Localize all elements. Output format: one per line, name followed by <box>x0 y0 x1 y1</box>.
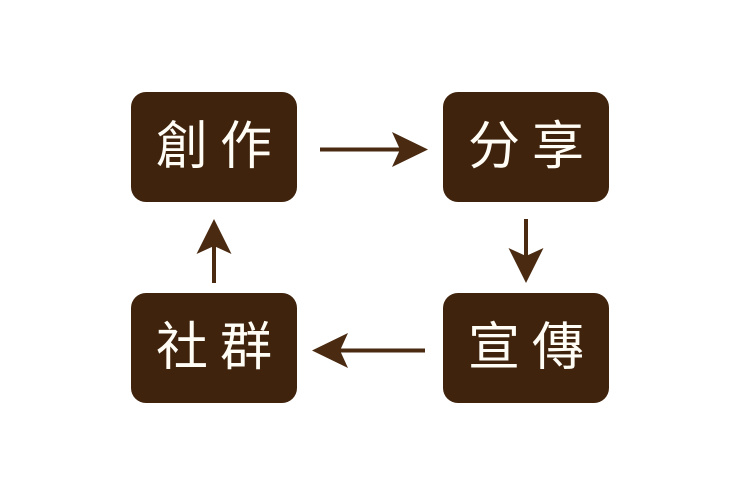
node-promote-label: 宣傳 <box>467 318 596 378</box>
arrow-community-to-create <box>196 219 232 283</box>
node-community-label: 社群 <box>155 318 284 378</box>
arrow-promote-to-community <box>312 333 425 368</box>
node-community[interactable]: 社群 <box>131 293 297 403</box>
node-create[interactable]: 創作 <box>131 92 297 202</box>
arrow-share-to-promote <box>508 219 544 283</box>
node-share-label: 分享 <box>467 117 596 177</box>
node-promote[interactable]: 宣傳 <box>443 293 609 403</box>
node-create-label: 創作 <box>155 117 284 177</box>
arrow-create-to-share <box>320 132 428 167</box>
node-share[interactable]: 分享 <box>443 92 609 202</box>
